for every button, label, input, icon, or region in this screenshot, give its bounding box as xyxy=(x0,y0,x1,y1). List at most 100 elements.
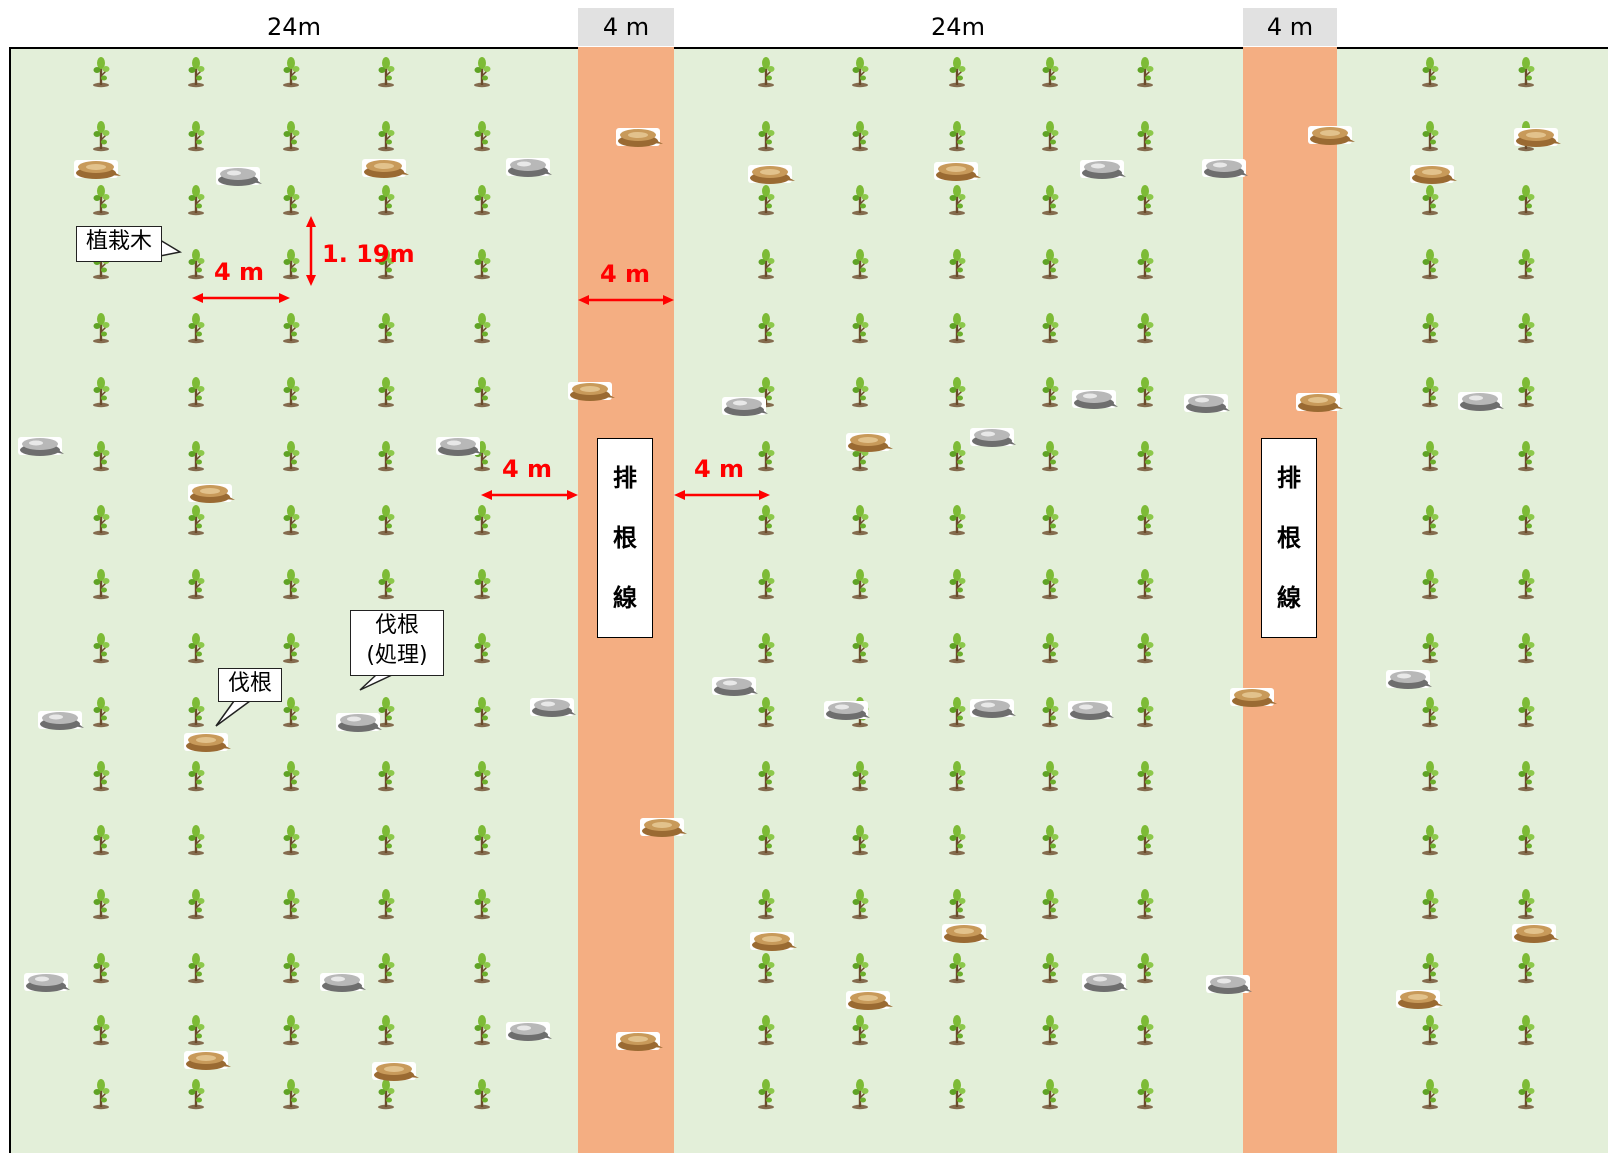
band-label-char: 排 xyxy=(1277,448,1301,508)
gap-right-dimension-label: 4 m xyxy=(694,455,744,483)
sapling-icon xyxy=(1137,1079,1154,1109)
sapling-icon xyxy=(852,633,869,663)
sapling-icon xyxy=(93,1015,110,1045)
sapling-icon xyxy=(378,569,395,599)
sapling-icon xyxy=(1422,505,1439,535)
sapling-icon xyxy=(188,505,205,535)
sapling-icon xyxy=(378,313,395,343)
processed-stump-icon xyxy=(506,158,552,177)
band-label-char: 排 xyxy=(613,448,637,508)
sapling-icon xyxy=(93,185,110,215)
sapling-icon xyxy=(852,1079,869,1109)
sapling-icon xyxy=(949,697,966,727)
sapling-icon xyxy=(1137,953,1154,983)
sapling-icon xyxy=(1137,1015,1154,1045)
sapling-icon xyxy=(852,121,869,151)
sapling-icon xyxy=(378,505,395,535)
sapling-icon xyxy=(1518,505,1535,535)
processed-stump-icon xyxy=(18,437,64,456)
sapling-icon xyxy=(188,57,205,87)
sapling-icon xyxy=(852,249,869,279)
sapling-icon xyxy=(1518,825,1535,855)
planted-tree-callout: 植栽木 xyxy=(76,226,162,262)
sapling-icon xyxy=(93,569,110,599)
sapling-icon xyxy=(1042,697,1059,727)
tree-stump-icon xyxy=(184,1051,231,1070)
sapling-icon xyxy=(852,1015,869,1045)
sapling-icon xyxy=(1422,953,1439,983)
sapling-icon xyxy=(93,57,110,87)
band-label-char: 根 xyxy=(613,508,637,568)
sapling-icon xyxy=(474,889,491,919)
sapling-icon xyxy=(93,1079,110,1109)
sapling-icon xyxy=(188,761,205,791)
sapling-icon xyxy=(1422,249,1439,279)
sapling-icon xyxy=(949,889,966,919)
sapling-icon xyxy=(1422,121,1439,151)
processed-stump-icon xyxy=(712,677,758,696)
sapling-icon xyxy=(378,825,395,855)
sapling-icon xyxy=(283,761,300,791)
sapling-icon xyxy=(1422,633,1439,663)
sapling-icon xyxy=(93,825,110,855)
sapling-icon xyxy=(283,569,300,599)
sapling-icon xyxy=(1137,121,1154,151)
sapling-icon xyxy=(1518,1079,1535,1109)
sapling-icon xyxy=(283,953,300,983)
sapling-icon xyxy=(188,121,205,151)
sapling-icon xyxy=(474,505,491,535)
sapling-icon xyxy=(1518,249,1535,279)
sapling-icon xyxy=(1137,377,1154,407)
sapling-icon xyxy=(474,121,491,151)
processed-stump-icon xyxy=(1386,670,1432,689)
processed-stump-icon xyxy=(38,711,84,730)
tree-stump-icon xyxy=(748,165,795,184)
sapling-icon xyxy=(949,313,966,343)
processed-stump-icon xyxy=(1080,160,1126,179)
sapling-icon xyxy=(378,697,395,727)
sapling-icon xyxy=(758,313,775,343)
sapling-icon xyxy=(93,761,110,791)
sapling-icon xyxy=(93,505,110,535)
horizontal-dimension-arrow xyxy=(192,293,290,303)
sapling-icon xyxy=(283,889,300,919)
sapling-icon xyxy=(1422,1015,1439,1045)
sapling-icon xyxy=(949,249,966,279)
processed-stump-icon xyxy=(216,167,262,186)
sapling-icon xyxy=(1137,761,1154,791)
tree-stump-icon xyxy=(1230,688,1277,707)
sapling-icon xyxy=(1137,633,1154,663)
horizontal-dimension-arrow xyxy=(481,490,578,500)
sapling-icon xyxy=(1137,57,1154,87)
horizontal-dimension-arrow xyxy=(674,490,770,500)
sapling-icon xyxy=(1518,953,1535,983)
sapling-icon xyxy=(1422,185,1439,215)
sapling-icon xyxy=(949,377,966,407)
tree-stump-icon xyxy=(846,433,893,452)
sapling-icon xyxy=(852,57,869,87)
sapling-icon xyxy=(474,249,491,279)
sapling-icon xyxy=(474,1015,491,1045)
sapling-icon xyxy=(1042,825,1059,855)
sapling-icon xyxy=(1042,953,1059,983)
sapling-icon xyxy=(949,505,966,535)
sapling-icon xyxy=(474,185,491,215)
sapling-icon xyxy=(1518,761,1535,791)
sapling-icon xyxy=(283,249,300,279)
sapling-icon xyxy=(1518,441,1535,471)
processed-stump-callout: 伐根 (処理) xyxy=(350,610,444,676)
tree-stump-icon xyxy=(184,733,231,752)
sapling-icon xyxy=(474,825,491,855)
sapling-icon xyxy=(1137,825,1154,855)
sapling-icon xyxy=(758,633,775,663)
sapling-icon xyxy=(758,57,775,87)
sapling-icon xyxy=(188,441,205,471)
sapling-icon xyxy=(1137,569,1154,599)
sapling-icon xyxy=(93,889,110,919)
tree-stump-icon xyxy=(568,382,615,401)
sapling-icon xyxy=(378,953,395,983)
sapling-icon xyxy=(188,249,205,279)
sapling-icon xyxy=(378,121,395,151)
sapling-icon xyxy=(188,889,205,919)
